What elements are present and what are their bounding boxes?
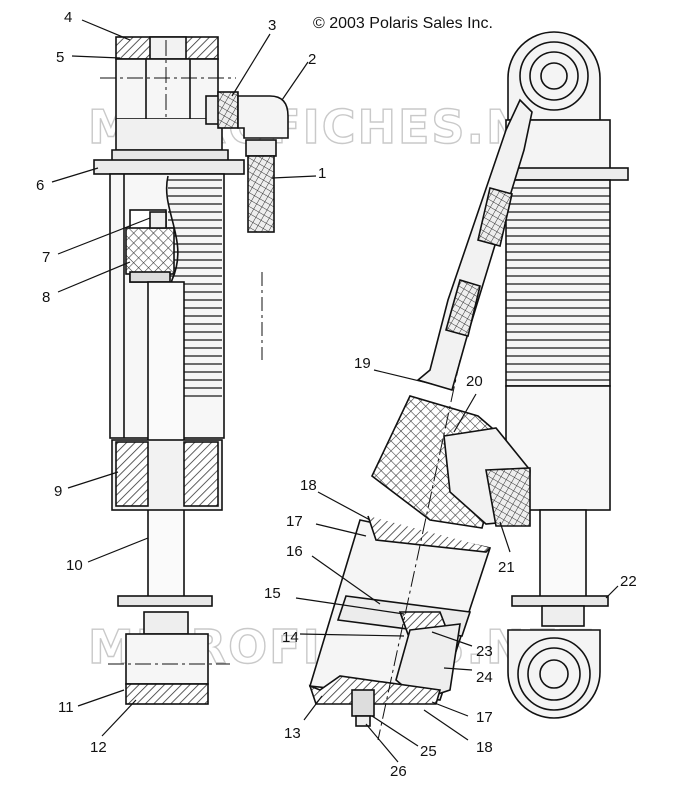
piston-shaft-right [539,509,587,601]
callout-26: 26 [390,763,407,780]
callout-13: 13 [284,725,301,742]
callout-21: 21 [498,559,515,576]
lower-eyelet [125,633,209,685]
remote-adjuster-fitting [205,91,289,360]
callout-17b: 17 [476,709,493,726]
callout-18: 18 [300,477,317,494]
callout-leaders [51,19,619,763]
callout-9: 9 [54,483,62,500]
remote-hose [416,98,533,391]
callout-20: 20 [466,373,483,390]
callout-4: 4 [64,9,72,26]
top-eyelet [115,58,219,120]
callout-12: 12 [90,739,107,756]
spring-coil [505,179,611,387]
valve-core [351,689,375,717]
callout-14: 14 [282,629,299,646]
callout-16: 16 [286,543,303,560]
callout-23: 23 [476,643,493,660]
hose-end [247,155,275,233]
callout-10: 10 [66,557,83,574]
callout-18b: 18 [476,739,493,756]
bottom-eye [507,629,601,719]
callout-15: 15 [264,585,281,602]
callout-1: 1 [318,165,326,182]
right-shock-assembly [497,31,629,719]
callout-6: 6 [36,177,44,194]
callout-19: 19 [354,355,371,372]
spring-collar [93,159,245,175]
piston-assembly [125,227,175,275]
callout-8: 8 [42,289,50,306]
callout-11: 11 [58,699,74,716]
top-eye [507,31,601,121]
reservoir-assembly [308,359,531,741]
left-shock-assembly [93,36,245,705]
callout-labels: 4 5 3 2 1 6 7 8 9 10 11 12 13 14 15 16 1… [36,9,637,780]
copyright-text: © 2003 Polaris Sales Inc. [313,15,493,32]
callout-5: 5 [56,49,64,66]
callout-25: 25 [420,743,437,760]
callout-7: 7 [42,249,50,266]
callout-2: 2 [308,51,316,68]
lower-bushing [125,683,209,705]
bumper-plate [117,595,213,607]
compression-adjuster [485,467,531,527]
callout-17: 17 [286,513,303,530]
callout-22: 22 [620,573,637,590]
callout-24: 24 [476,669,493,686]
callout-3: 3 [268,17,276,34]
